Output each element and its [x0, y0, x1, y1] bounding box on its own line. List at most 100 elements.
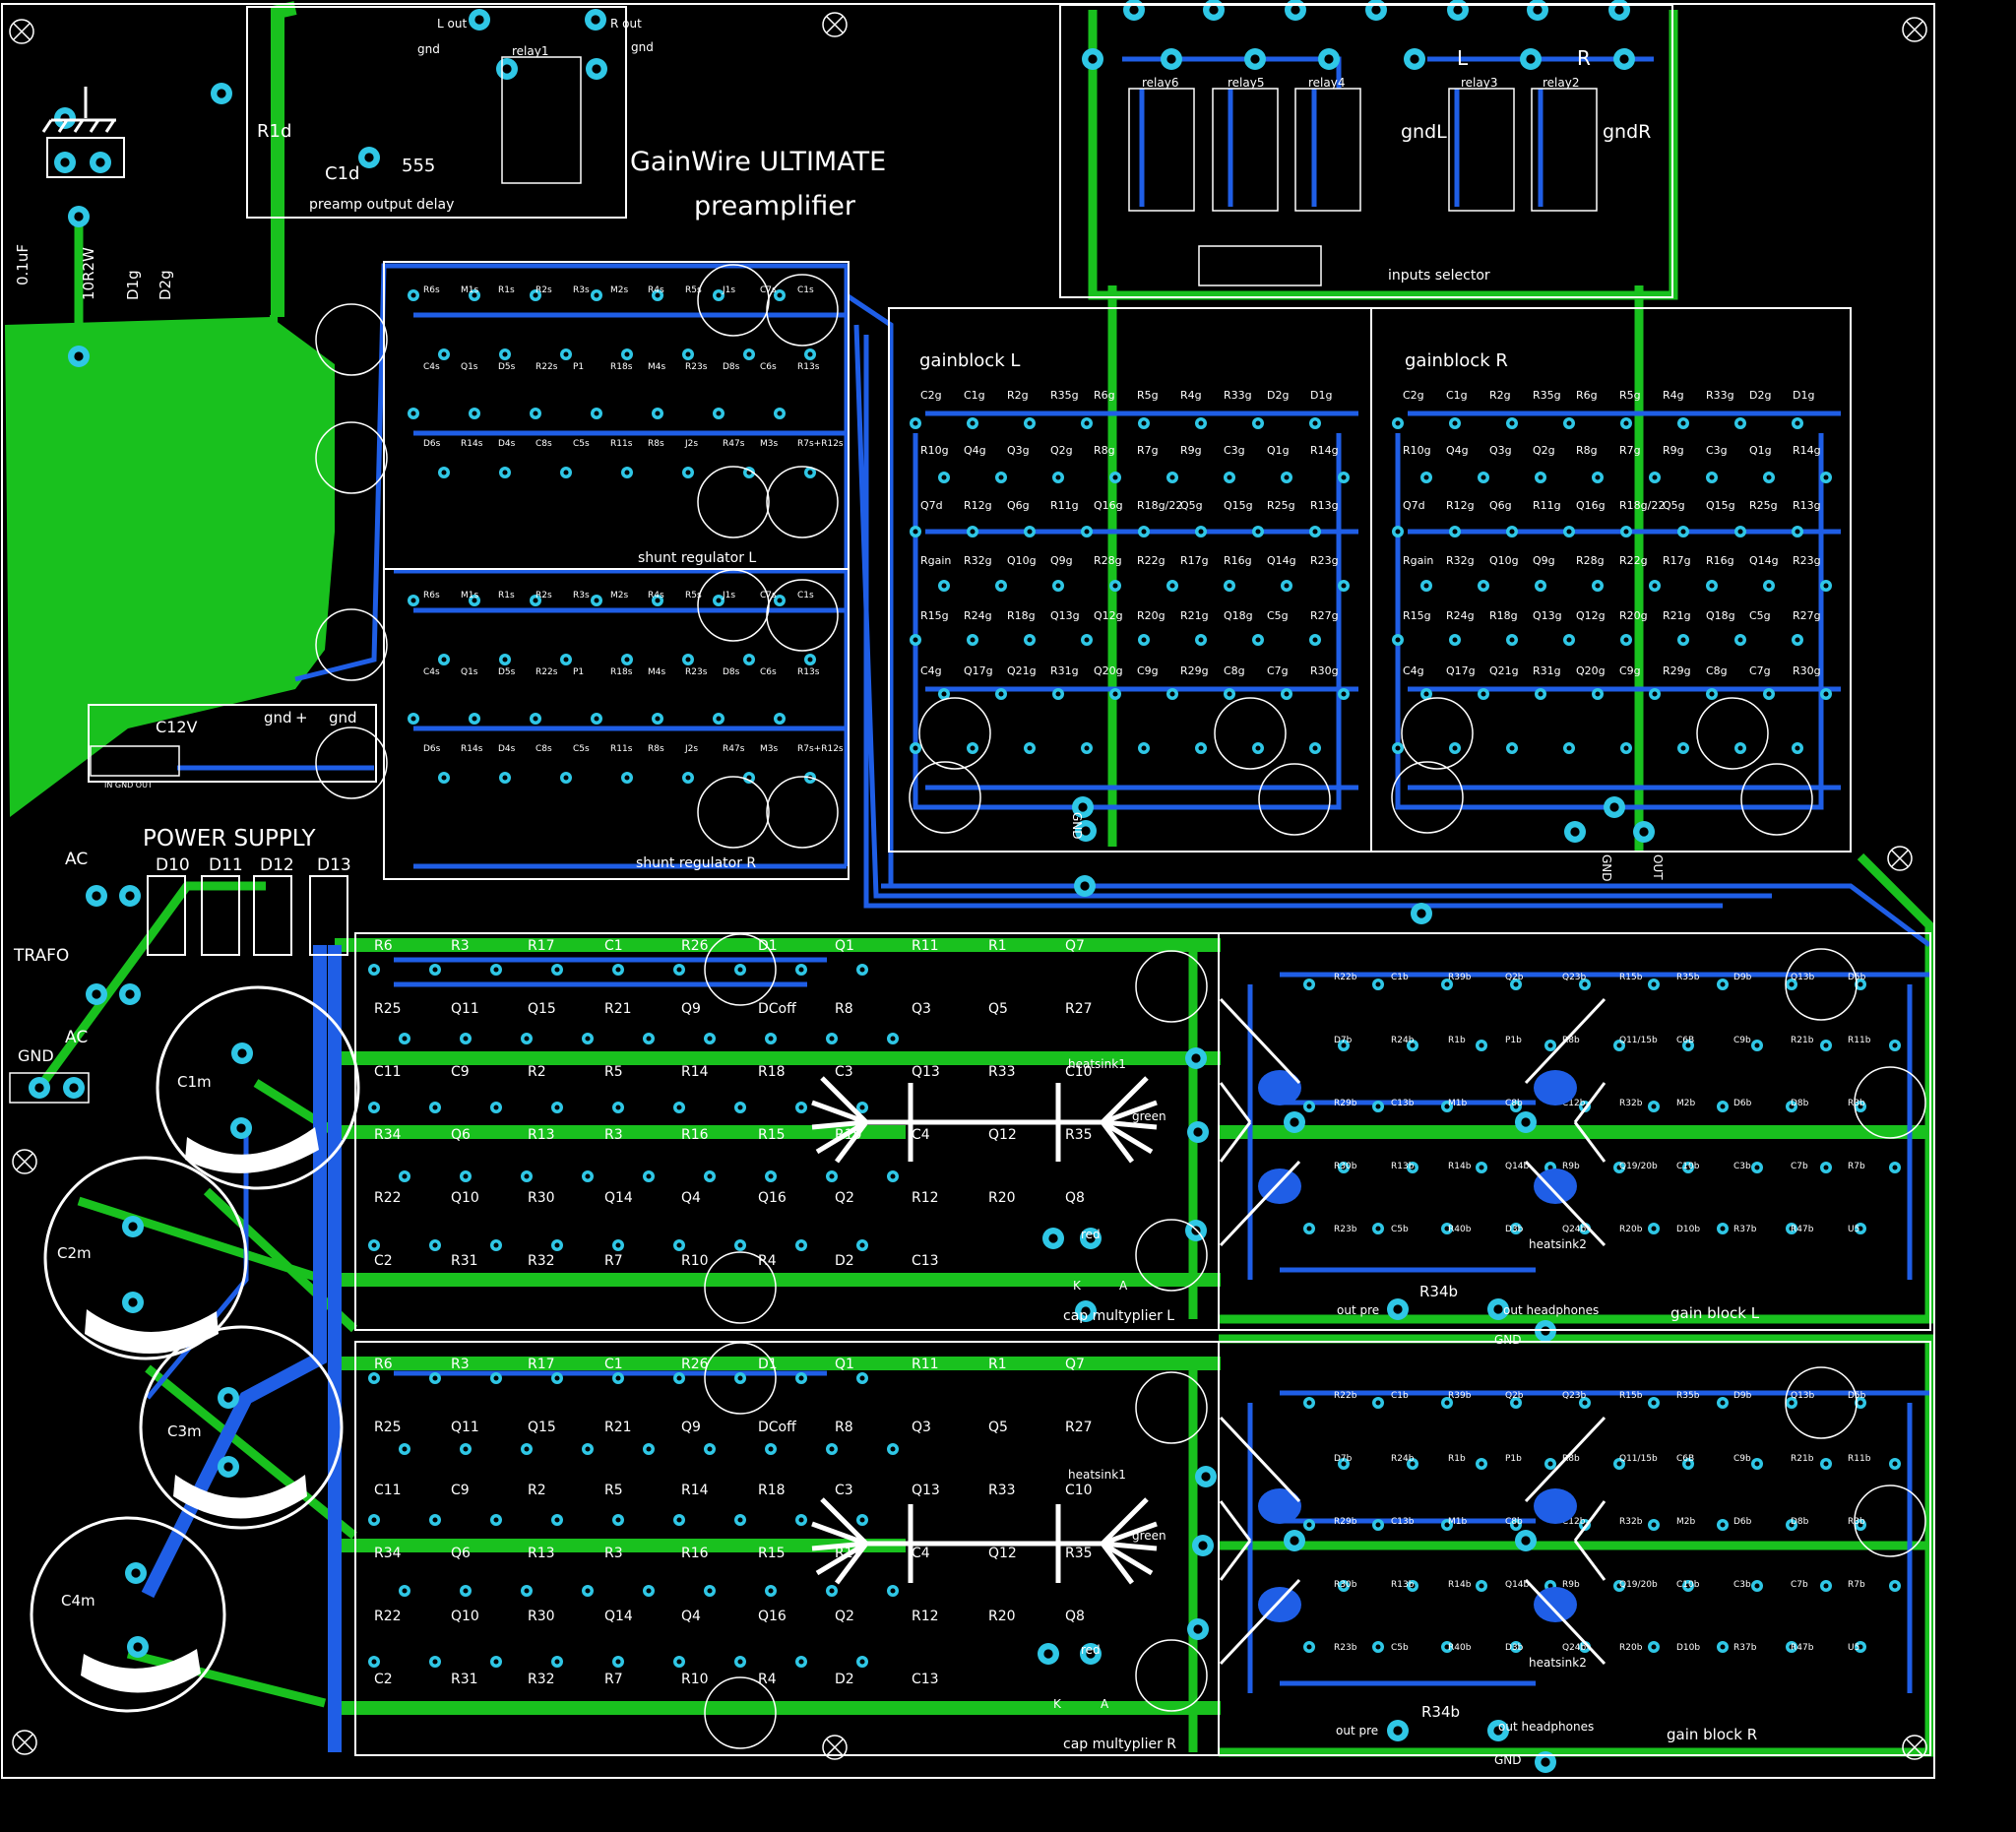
pad-hole [92, 989, 101, 999]
part-label: R2 [528, 1064, 546, 1080]
part-label: R15 [758, 1546, 786, 1561]
pad-hole [1027, 529, 1033, 535]
label-gnd-c12v-1: gnd [264, 709, 292, 726]
part-label: C4s [423, 667, 440, 677]
capacitor-outline [909, 761, 981, 834]
pad-hole [1595, 474, 1601, 480]
part-label: C4 [912, 1546, 930, 1561]
label-d11: D11 [209, 855, 243, 875]
pad-hole [1623, 529, 1629, 535]
part-label: Q4 [681, 1190, 701, 1206]
part-label: R23s [685, 667, 708, 677]
label-input-l: L [1457, 46, 1469, 70]
part-label: Q5 [988, 1001, 1008, 1017]
part-label: C3g [1224, 444, 1245, 457]
pad-hole [737, 1375, 743, 1381]
pad-hole [1795, 529, 1800, 535]
pad-hole [1393, 1304, 1403, 1314]
pad-hole [1754, 1165, 1760, 1170]
pad-hole [1306, 1104, 1312, 1109]
part-label: R17 [528, 938, 555, 954]
pad-hole [1227, 474, 1232, 480]
pad-hole [1423, 691, 1429, 697]
part-label: R10g [920, 444, 949, 457]
relay-outline [1212, 88, 1279, 212]
pad-hole [1444, 981, 1450, 987]
pad-hole [1619, 54, 1629, 64]
pad-hole [1112, 583, 1118, 589]
part-label: C5g [1267, 609, 1289, 622]
part-label: R8b [1562, 1454, 1580, 1464]
part-label: R5s [685, 591, 702, 600]
part-label: R13s [797, 667, 820, 677]
capacitor-outline [766, 466, 839, 538]
part-label: R32g [964, 554, 992, 567]
pad-hole [371, 1105, 377, 1110]
part-label: R8s [648, 439, 664, 449]
part-label: Q13 [912, 1483, 940, 1498]
pad-hole [60, 158, 70, 167]
pad-hole [1444, 1226, 1450, 1232]
label-relay4: relay4 [1308, 76, 1345, 90]
pad-hole [223, 1393, 233, 1403]
pad-hole [1766, 474, 1772, 480]
part-label: M2b [1676, 1517, 1695, 1527]
pad-hole [1209, 5, 1219, 15]
part-label: R14 [681, 1483, 709, 1498]
pad-hole [1858, 1644, 1863, 1650]
pad-hole [798, 967, 804, 973]
part-label: Q6g [1489, 499, 1512, 512]
pad-hole [1191, 1053, 1201, 1063]
gainblock-r-frame [1370, 307, 1852, 853]
pad-hole [125, 989, 135, 999]
pad-hole [1423, 583, 1429, 589]
label-gnd-delay-l: gnd [417, 42, 440, 56]
part-label: R14s [461, 744, 483, 754]
pcb-tracks-dynamic [35, 1, 1934, 1757]
pad-hole [594, 292, 599, 298]
pad-hole [1623, 420, 1629, 426]
pad-hole [533, 411, 538, 416]
part-label: R22g [1619, 554, 1648, 567]
pad-hole [410, 411, 416, 416]
pad-hole [1417, 909, 1426, 918]
pad-hole [1193, 1127, 1203, 1137]
label-d10: D10 [156, 855, 190, 875]
part-label: R11g [1050, 499, 1079, 512]
pad-hole [1858, 1226, 1863, 1232]
label-gnd-ps: GND [18, 1046, 54, 1065]
label-c3m: C3m [167, 1422, 202, 1440]
pad-hole [1255, 420, 1261, 426]
pad-hole [1823, 1461, 1829, 1467]
pad-hole [1509, 745, 1515, 751]
pad-hole [1566, 529, 1572, 535]
part-label: Q10g [1489, 554, 1519, 567]
pad-hole [655, 411, 661, 416]
part-label: C7g [1749, 664, 1771, 677]
pad-hole [463, 1588, 469, 1594]
pad-hole [676, 1517, 682, 1523]
pad-hole [1141, 637, 1147, 643]
part-label: Q3 [912, 1420, 931, 1435]
board-title: GainWire ULTIMATE [630, 147, 886, 177]
part-label: C8g [1706, 664, 1728, 677]
part-label: R25g [1267, 499, 1295, 512]
c1m-minus-marker [185, 1127, 319, 1173]
pad-hole [1685, 1583, 1691, 1589]
part-label: R39b [1448, 1391, 1472, 1401]
part-label: Q17g [1446, 664, 1476, 677]
part-label: R22b [1334, 1391, 1357, 1401]
pad-hole [970, 745, 976, 751]
pad-hole [798, 1242, 804, 1248]
regulator-outline [90, 745, 180, 777]
pad-hole [74, 351, 84, 361]
part-label: Q20g [1094, 664, 1123, 677]
pad-hole [859, 1242, 865, 1248]
pad-hole [1720, 1400, 1726, 1406]
part-label: Q10 [451, 1609, 479, 1624]
pad-hole [1547, 1042, 1553, 1048]
pad-hole [1395, 745, 1401, 751]
pad-hole [1306, 1644, 1312, 1650]
label-gnd-caps-r: GND [1494, 1753, 1522, 1767]
